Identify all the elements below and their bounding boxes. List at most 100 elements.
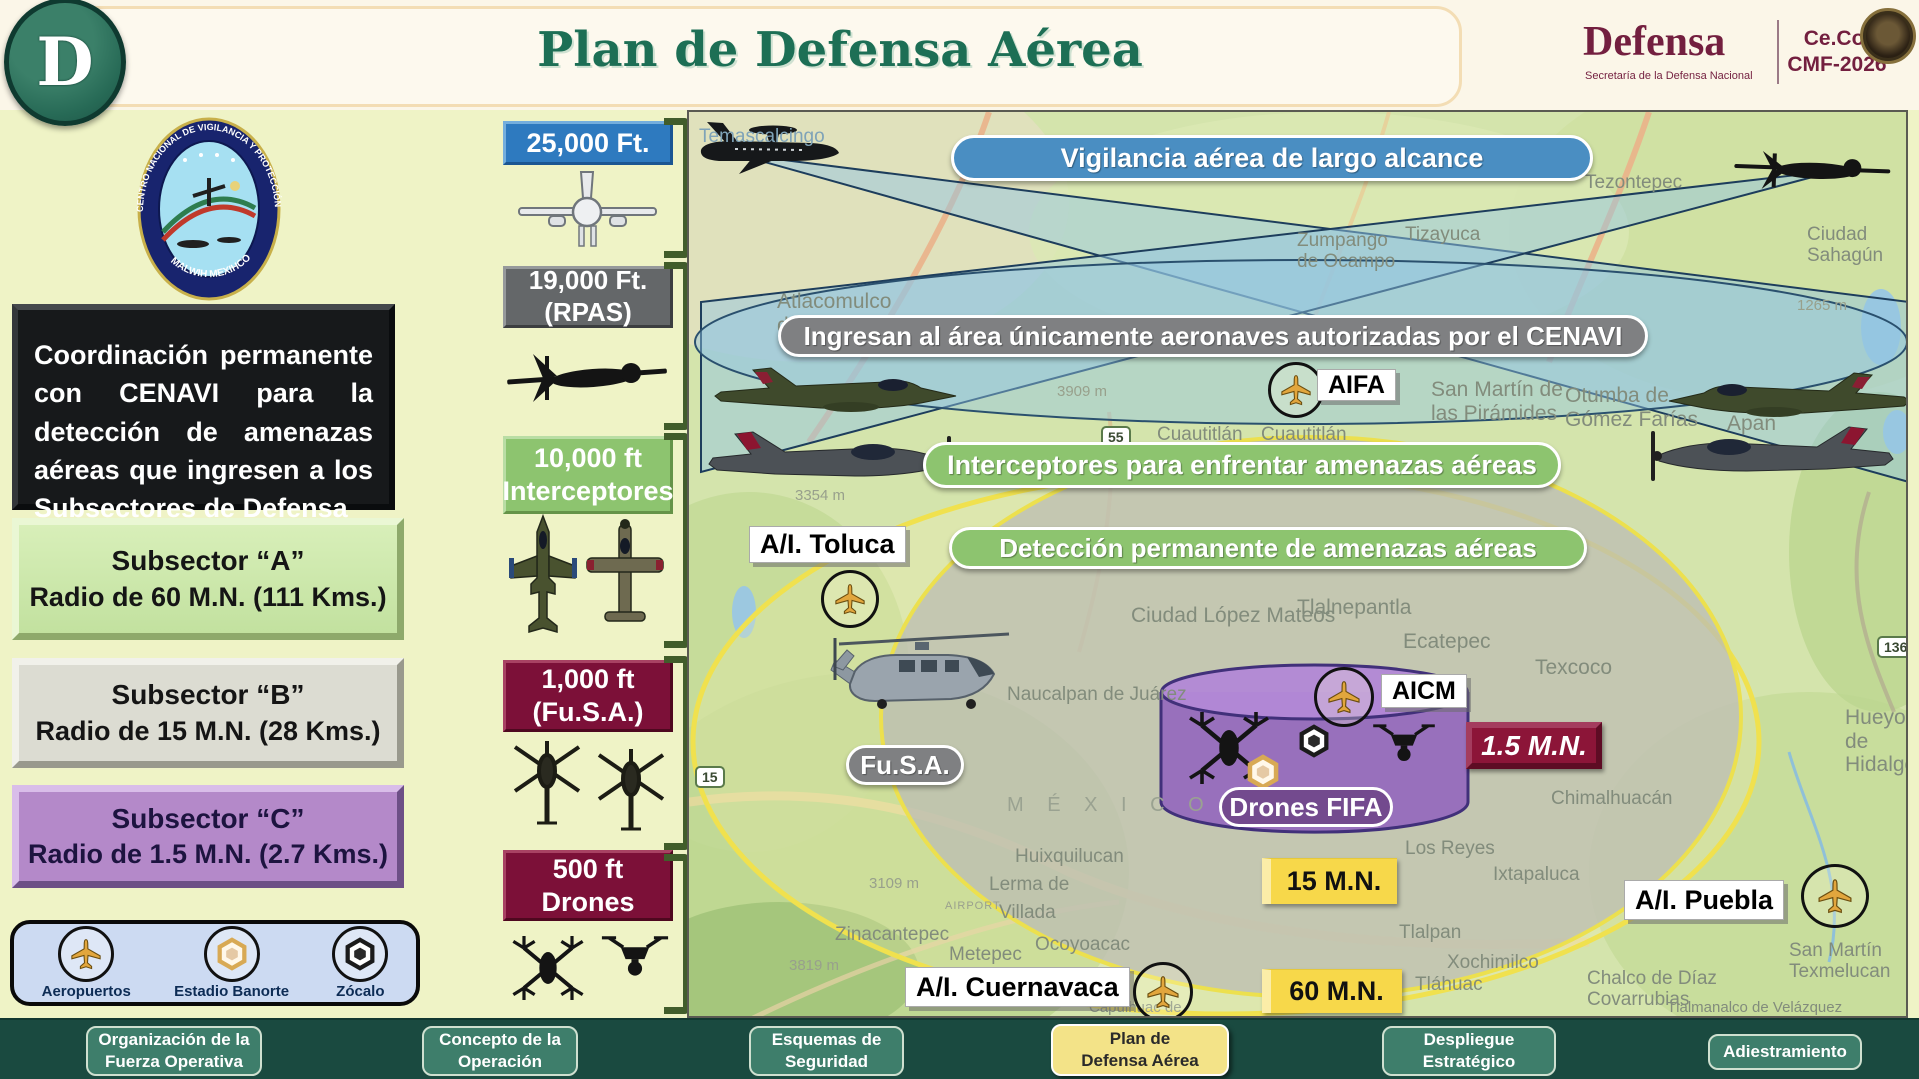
defensa-wordmark: Defensa (1583, 19, 1726, 65)
interceptor-jets-icon (503, 513, 673, 647)
subsector-b-box: Subsector “B” Radio de 15 M.N. (28 Kms.) (12, 658, 404, 768)
unit-code: Ce.Co. CMF-2026 (1787, 27, 1887, 77)
bottom-nav-bar: Organización de la Fuerza Operativa Conc… (0, 1018, 1919, 1079)
map-elevation-label: 3909 m (1057, 383, 1108, 400)
map-place-label: Villada (999, 902, 1056, 923)
banner-interceptores: Interceptores para enfrentar amenazas aé… (923, 442, 1561, 488)
map-elevation-label: 3354 m (795, 487, 846, 504)
altitude-box-25000: 25,000 Ft. (503, 121, 673, 165)
tab-plan-defensa-aerea[interactable]: Plan de Defensa Aérea (1051, 1024, 1229, 1076)
helicopters-icon (505, 735, 673, 850)
map-place-label: Los Reyes (1405, 838, 1495, 859)
aicm-airplane-icon (1314, 667, 1374, 727)
toluca-airplane-icon (821, 570, 879, 628)
altitude-bracket-1 (664, 118, 690, 258)
fighter-jet-icon (714, 367, 957, 412)
defensa-subtitle: Secretaría de la Defensa Nacional (1585, 70, 1753, 82)
map-place-label: Apan (1727, 412, 1777, 435)
altitude-box-1000: 1,000 ft (Fu.S.A.) (503, 660, 673, 732)
header-frame (20, 6, 1462, 107)
cuernavaca-airplane-icon (1133, 962, 1193, 1016)
altitude-box-500: 500 ft Drones (503, 850, 673, 921)
legend-item-estadio-banorte: Estadio Banorte (174, 926, 289, 1000)
altitude-bracket-5 (664, 854, 690, 1014)
map-place-label: M É X I C O (1007, 794, 1213, 816)
legend-item-zocalo: Zócalo (332, 926, 389, 1000)
banner-vigilancia: Vigilancia aérea de largo alcance (951, 135, 1593, 181)
d-logo-badge: D (4, 0, 126, 126)
route-shield: 136 (1877, 636, 1906, 658)
tab-esquemas-seguridad[interactable]: Esquemas de Seguridad (749, 1026, 904, 1076)
drones-icon (503, 922, 673, 1015)
label-drones-fifa: Drones FIFA (1219, 787, 1393, 827)
map-place-label: Zinacantepec (835, 924, 950, 945)
map-place-label: Chalco de Díaz Covarrubias (1587, 968, 1717, 1011)
map-elevation-label: 3109 m (869, 875, 920, 892)
page-title: Plan de Defensa Aérea (537, 22, 1143, 78)
airplane-icon (58, 926, 115, 982)
altitude-box-10000: 10,000 ft Interceptores (502, 436, 674, 514)
header: Plan de Defensa Aérea Defensa Secretaría… (0, 0, 1919, 110)
label-1-5-mn: 1.5 M.N. (1466, 722, 1602, 769)
map-place-label: Huixquilucan (1015, 846, 1124, 867)
map-place-label: Tlalmanalco de Velázquez (1667, 999, 1843, 1016)
map-place-label: Ocoyoacac (1035, 934, 1131, 955)
label-toluca: A/I. Toluca (749, 526, 906, 563)
subsector-c-box: Subsector “C” Radio de 1.5 M.N. (2.7 Kms… (12, 785, 404, 888)
map-place-label: Tláhuac (1415, 974, 1483, 995)
map-place-label: Otumba de Gómez Farías (1565, 384, 1699, 431)
map-place-label: Ciudad López Mateos (1131, 604, 1336, 627)
map-place-label: San Martín de las Pirámides (1431, 378, 1563, 425)
map-elevation-label: 3819 m (789, 957, 840, 974)
aifa-airplane-icon (1268, 362, 1324, 418)
label-aifa: AIFA (1317, 369, 1396, 401)
legend-item-airports: Aeropuertos (42, 926, 131, 1000)
map-place-label: Chimalhuacán (1551, 788, 1673, 809)
map-place-label: Cuautitlán (1261, 424, 1347, 445)
label-fusa: Fu.S.A. (846, 745, 964, 785)
banner-deteccion: Detección permanente de amenazas aéreas (949, 527, 1587, 569)
map-canvas (689, 112, 1906, 1016)
map-place-label: Cuautitlán (1157, 424, 1243, 445)
altitude-bracket-3 (664, 433, 690, 648)
map-place-label: Metepec (949, 944, 1022, 965)
label-60-mn: 60 M.N. (1262, 969, 1402, 1013)
altitude-bracket-4 (664, 656, 690, 850)
map-place-label: AIRPORT (945, 900, 1001, 912)
altitude-box-19000: 19,000 Ft. (RPAS) (503, 265, 673, 328)
map-place-label: Tizayuca (1405, 224, 1481, 245)
blackhawk-helicopter-icon (830, 632, 1010, 709)
map-place-label: Ecatepec (1403, 630, 1491, 653)
map-place-label: Zumpango de Ocampo (1297, 230, 1396, 273)
map-place-label: Xochimilco (1447, 952, 1539, 973)
tab-despliegue-estrategico[interactable]: Despliegue Estratégico (1382, 1026, 1556, 1076)
zocalo-hexagon-icon (1297, 724, 1331, 758)
fighter-jet-icon (1668, 372, 1906, 417)
brand-block: Defensa Secretaría de la Defensa Naciona… (1555, 10, 1915, 100)
zocalo-hexagon-icon (332, 926, 389, 982)
awacs-aircraft-icon (700, 122, 839, 174)
map-place-label: Naucalpan de Juárez (1007, 684, 1187, 705)
banner-ingresan: Ingresan al área únicamente aeronaves au… (778, 315, 1648, 357)
label-cuernavaca: A/I. Cuernavaca (905, 967, 1130, 1007)
tab-organizacion-fuerza-operativa[interactable]: Organización de la Fuerza Operativa (86, 1026, 262, 1076)
map-place-label: Temascalcingo (699, 126, 825, 147)
turboprop-aircraft-icon (708, 431, 951, 486)
stadium-hexagon-icon (1245, 754, 1281, 790)
tab-adiestramiento[interactable]: Adiestramiento (1708, 1034, 1862, 1070)
coordination-note: Coordinación permanente con CENAVI para … (12, 304, 395, 523)
altitude-bracket-2 (664, 262, 690, 430)
subsector-a-box: Subsector “A” Radio de 60 M.N. (111 Kms.… (12, 518, 404, 640)
map-elevation-label: 1265 m (1797, 297, 1848, 314)
map-place-label: Tlalpan (1399, 922, 1462, 943)
map-place-label: Tlalnepantla (1297, 596, 1412, 619)
predator-uav-icon (1734, 150, 1891, 189)
puebla-airplane-icon (1801, 864, 1869, 928)
airliner-icon (515, 168, 660, 261)
map-place-label: Lerma de (989, 874, 1070, 895)
operations-map: Temascalcingo Atlacomulco de Fabela Tiza… (687, 110, 1908, 1018)
tab-concepto-operacion[interactable]: Concepto de la Operación (422, 1026, 578, 1076)
map-legend: Aeropuertos Estadio Banorte Zócalo (10, 920, 420, 1006)
label-puebla: A/I. Puebla (1624, 880, 1785, 920)
